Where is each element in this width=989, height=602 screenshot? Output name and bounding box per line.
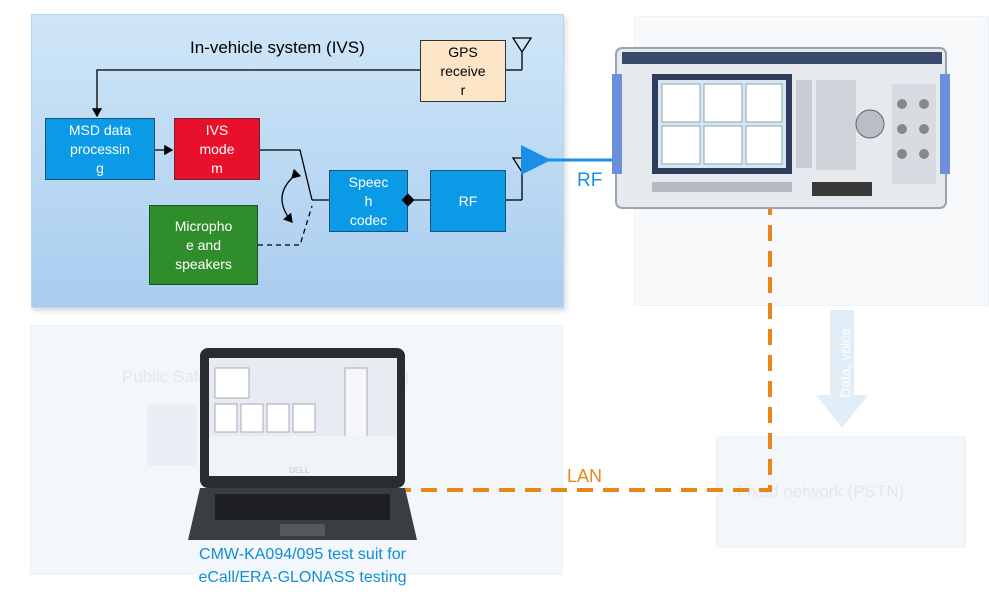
rf-link-label: RF xyxy=(577,170,603,191)
pstn-label: Fixed network (PSTN) xyxy=(737,482,905,501)
speech-codec-box: Speec h codec xyxy=(329,170,408,232)
laptop xyxy=(188,348,417,540)
data-voice-arrow xyxy=(816,310,868,428)
rf-box: RF xyxy=(430,170,506,232)
psap-inner-box xyxy=(147,404,197,466)
ivs-modem-box: IVS mode m xyxy=(174,118,260,180)
pstn-panel xyxy=(716,436,966,548)
ivs-title: In-vehicle system (IVS) xyxy=(190,38,365,57)
msd-processing-box: MSD data processin g xyxy=(45,118,155,180)
laptop-brand: DELL xyxy=(289,466,310,475)
microphone-speakers-box: Micropho e and speakers xyxy=(149,205,258,285)
laptop-caption: CMW-KA094/095 test suit for eCall/ERA-GL… xyxy=(198,546,407,586)
gps-receiver-box: GPS receive r xyxy=(420,40,506,102)
lan-link-label: LAN xyxy=(567,466,603,486)
radio-tester-device xyxy=(612,47,950,209)
